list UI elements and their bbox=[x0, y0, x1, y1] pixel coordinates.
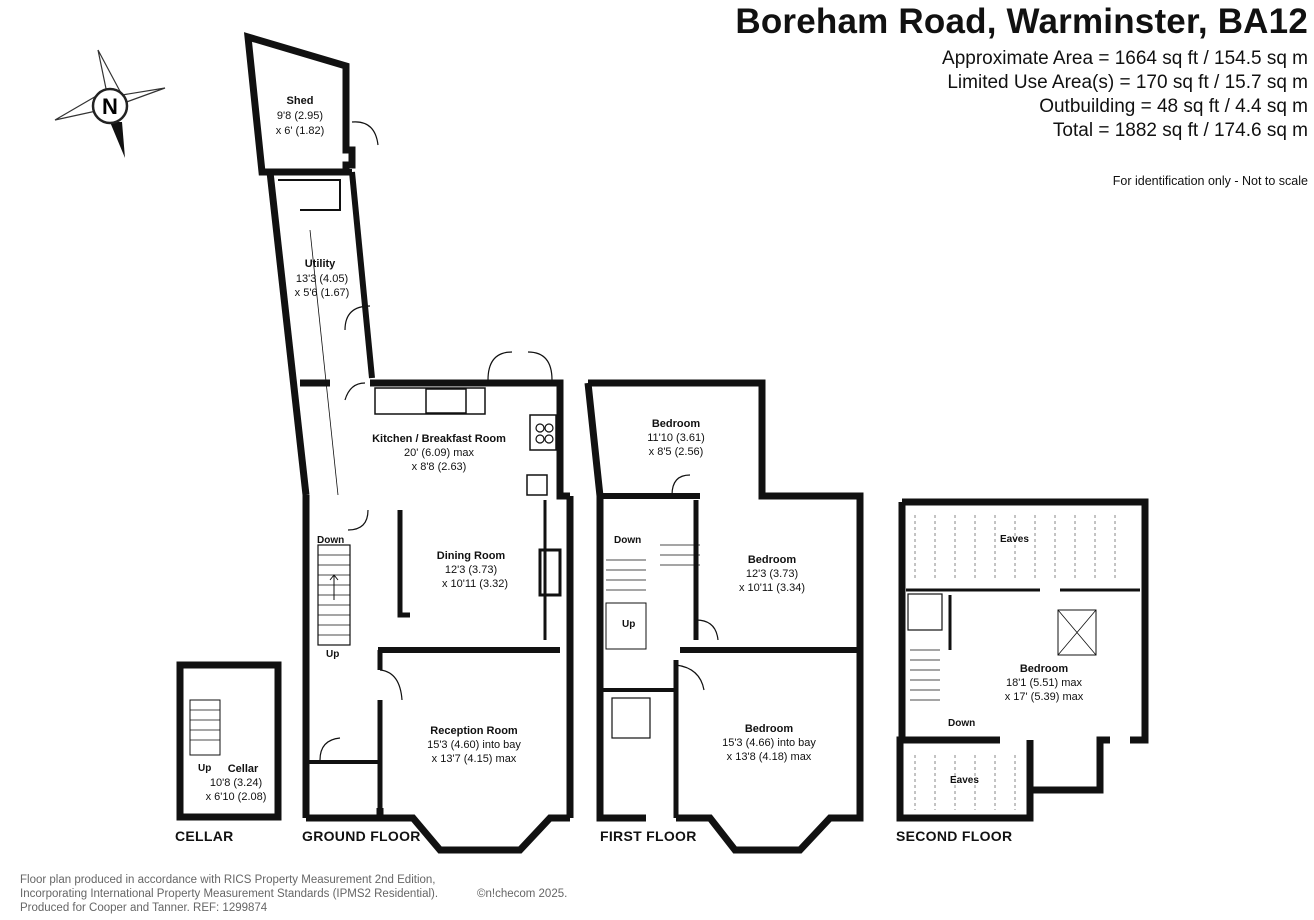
floor-label-cellar: CELLAR bbox=[175, 828, 234, 844]
disclaimer: For identification only - Not to scale bbox=[1112, 174, 1308, 188]
limited-use-area: Limited Use Area(s) = 170 sq ft / 15.7 s… bbox=[947, 72, 1308, 93]
shed-dim1: 9'8 (2.95) bbox=[277, 110, 323, 122]
footer: Floor plan produced in accordance with R… bbox=[20, 873, 567, 915]
reception-dim2: x 13'7 (4.15) max bbox=[432, 753, 517, 765]
cellar-dim1: 10'8 (3.24) bbox=[210, 777, 262, 789]
shed-dim2: x 6' (1.82) bbox=[276, 125, 325, 137]
bed2-dim2: x 10'11 (3.34) bbox=[739, 582, 805, 594]
reception-name: Reception Room bbox=[430, 725, 518, 737]
floor-label-first: FIRST FLOOR bbox=[600, 828, 697, 844]
cellar-dim2: x 6'10 (2.08) bbox=[206, 791, 267, 803]
bed1-dim2: x 8'5 (2.56) bbox=[649, 446, 704, 458]
ground-up-label: Up bbox=[326, 649, 339, 660]
kitchen-name: Kitchen / Breakfast Room bbox=[372, 433, 506, 445]
bed1-name: Bedroom bbox=[652, 418, 701, 430]
footer-line2: Incorporating International Property Mea… bbox=[20, 888, 439, 900]
floor-label-second: SECOND FLOOR bbox=[896, 828, 1013, 844]
dining-name: Dining Room bbox=[437, 550, 506, 562]
property-title: Boreham Road, Warminster, BA12 bbox=[735, 2, 1308, 41]
compass-icon: N bbox=[54, 49, 166, 158]
second-down-label: Down bbox=[948, 718, 975, 729]
dining-dim2: x 10'11 (3.32) bbox=[442, 578, 508, 590]
approx-area: Approximate Area = 1664 sq ft / 154.5 sq… bbox=[942, 48, 1308, 69]
eaves-bottom-label: Eaves bbox=[950, 775, 979, 786]
bed3-dim1: 15'3 (4.66) into bay bbox=[722, 737, 816, 749]
bed1-dim1: 11'10 (3.61) bbox=[647, 432, 705, 444]
first-up-label: Up bbox=[622, 619, 635, 630]
outbuilding-area: Outbuilding = 48 sq ft / 4.4 sq m bbox=[1039, 96, 1308, 117]
copyright: ©n!checom 2025. bbox=[477, 888, 568, 900]
first-down-label: Down bbox=[614, 535, 641, 546]
kitchen-dim1: 20' (6.09) max bbox=[404, 447, 474, 459]
bed3-name: Bedroom bbox=[745, 723, 794, 735]
bed3-dim2: x 13'8 (4.18) max bbox=[727, 751, 812, 763]
bed4-dim1: 18'1 (5.51) max bbox=[1006, 677, 1083, 689]
cellar-up-label: Up bbox=[198, 763, 211, 774]
footer-line1: Floor plan produced in accordance with R… bbox=[20, 874, 436, 886]
cellar-name: Cellar bbox=[228, 763, 259, 775]
footer-line3: Produced for Cooper and Tanner. REF: 129… bbox=[20, 902, 268, 914]
floor-label-ground: GROUND FLOOR bbox=[302, 828, 421, 844]
bed2-name: Bedroom bbox=[748, 554, 797, 566]
reception-dim1: 15'3 (4.60) into bay bbox=[427, 739, 521, 751]
bed4-name: Bedroom bbox=[1020, 663, 1069, 675]
eaves-top-label: Eaves bbox=[1000, 534, 1029, 545]
utility-dim2: x 5'6 (1.67) bbox=[295, 287, 350, 299]
dining-dim1: 12'3 (3.73) bbox=[445, 564, 497, 576]
utility-dim1: 13'3 (4.05) bbox=[296, 273, 348, 285]
kitchen-dim2: x 8'8 (2.63) bbox=[412, 461, 467, 473]
total-area: Total = 1882 sq ft / 174.6 sq m bbox=[1052, 120, 1308, 141]
bed4-dim2: x 17' (5.39) max bbox=[1005, 691, 1084, 703]
shed-name: Shed bbox=[287, 95, 314, 107]
bed2-dim1: 12'3 (3.73) bbox=[746, 568, 798, 580]
utility-name: Utility bbox=[305, 258, 336, 270]
ground-down-label: Down bbox=[317, 535, 344, 546]
compass-label: N bbox=[102, 94, 118, 119]
